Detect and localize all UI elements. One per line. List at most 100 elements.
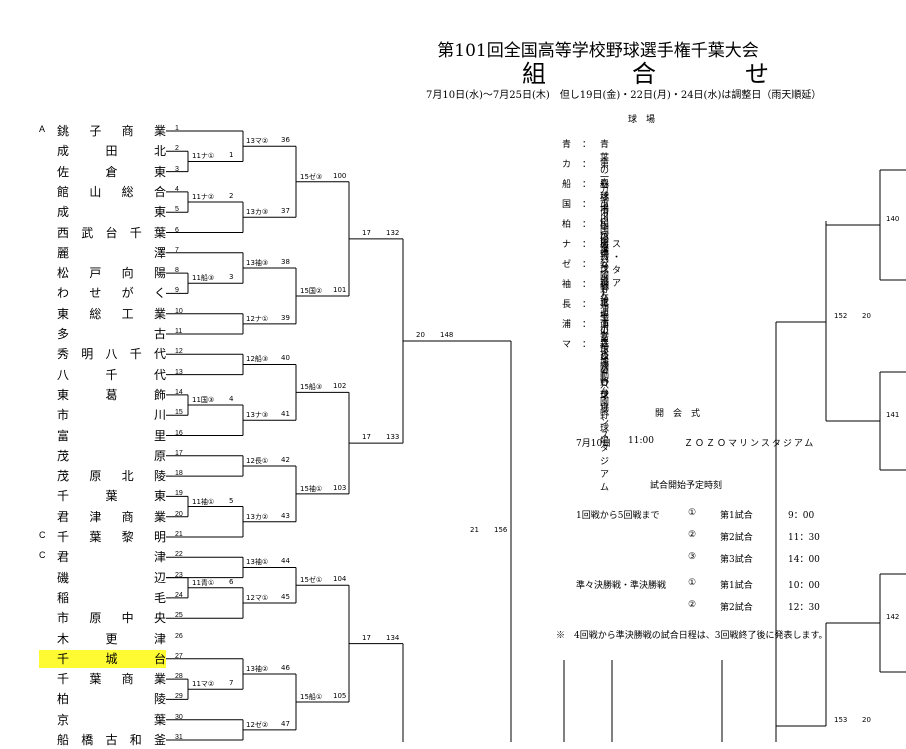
schedule-time: 14：00 [788, 555, 820, 565]
r4-game-day: 17 [362, 633, 371, 642]
team-name: 千城台 [57, 651, 166, 666]
team-number: 28 [175, 673, 183, 681]
team-name: 館山総合 [57, 184, 166, 199]
r2-game-label: 13マ② [246, 137, 269, 146]
r3-game-label: 15国② [300, 286, 323, 295]
schedule-mark: ③ [688, 552, 697, 562]
r2-game-number: 47 [281, 719, 290, 728]
right-game-number: 142 [886, 613, 900, 621]
r2-game-label: 13ナ③ [246, 411, 269, 420]
r1-game-label: 11ナ② [192, 193, 215, 202]
r1-game-label: 11袖① [192, 497, 215, 506]
schedule-game: 第3試合 [720, 555, 753, 565]
team-number: 20 [175, 510, 183, 518]
venue-name: 市川国府台球場 [600, 200, 613, 288]
subtitle-char-3: せ [745, 60, 769, 88]
venue-colon: ： [582, 220, 592, 230]
team-number: 26 [175, 632, 183, 640]
team-name: 東葛飾 [57, 387, 166, 402]
right-game-number: 152 [834, 312, 848, 320]
r5-game-day: 20 [416, 330, 425, 339]
r1-game-label: 11国③ [192, 396, 215, 405]
team-number: 11 [175, 328, 183, 335]
venue-name: ナスパ・スタジアム [600, 240, 625, 302]
tournament-title: 第101回全国高等学校野球選手権千葉大会 [437, 41, 759, 61]
date-range: 7月10日(水)～7月25日(木) 但し19日(金)・22日(月)・24日(水)… [426, 90, 822, 101]
r3-game-number: 102 [333, 382, 347, 391]
venue-colon: ： [582, 240, 592, 250]
team-name: 多古 [57, 327, 166, 341]
team-number: 29 [175, 693, 183, 701]
schedule-game: 第2試合 [720, 533, 753, 543]
venue-name: ゼットエーボールパーク [600, 260, 613, 400]
team-name: 市川 [57, 408, 166, 423]
venue-abbr: カ [562, 160, 572, 170]
team-number: 30 [175, 713, 183, 721]
schedule-note: ※ 4回戦から準決勝戦の試合日程は、3回戦終了後に発表します。 [556, 631, 828, 641]
venues-heading: 球 場 [628, 115, 656, 125]
venue-abbr: 柏 [562, 220, 572, 230]
r2-game-number: 42 [281, 455, 290, 464]
schedule-game: 第1試合 [720, 581, 753, 591]
team-group: C [39, 550, 46, 561]
team-number: 22 [175, 551, 183, 559]
r3-game-number: 104 [333, 575, 347, 584]
ceremony-heading: 開 会 式 [655, 409, 701, 419]
r4-game-day: 17 [362, 433, 371, 442]
qf-sf-label: 準々決勝戦・準決勝戦 [576, 581, 667, 591]
venue-abbr: 船 [562, 180, 572, 190]
team-name: 八千代 [57, 367, 166, 382]
team-number: 27 [175, 652, 183, 660]
team-name: 麗澤 [57, 245, 166, 260]
team-number: 10 [175, 307, 183, 315]
team-group: C [39, 530, 46, 540]
ceremony-date: 7月10日 [576, 439, 612, 449]
team-number: 24 [175, 591, 183, 599]
schedule-mark: ① [688, 578, 697, 588]
venue-colon: ： [582, 260, 592, 270]
team-name: 秀明八千代 [57, 347, 166, 362]
venue-abbr: ナ [562, 240, 572, 250]
schedule-time: 10：00 [788, 581, 820, 591]
r3-game-label: 15袖① [300, 484, 323, 493]
team-number: 25 [175, 612, 183, 620]
schedule-time: 9：00 [788, 511, 815, 521]
r2-game-label: 12マ① [246, 593, 269, 602]
venue-abbr: 袖 [562, 280, 572, 290]
team-name: 佐倉東 [57, 164, 166, 179]
team-name: 茂原北陵 [57, 469, 166, 484]
team-name: わせがく [57, 286, 166, 301]
r2-game-number: 37 [281, 207, 290, 216]
team-number: 4 [175, 185, 179, 193]
venue-colon: ： [582, 300, 592, 310]
venue-name: 柏の葉公園野球場 [600, 220, 613, 321]
venue-name: ＺＯＺＯマリンスタジアム [600, 340, 613, 493]
team-name: 松戸向陽 [57, 266, 166, 281]
team-number: 2 [175, 145, 179, 153]
r2-game-label: 13カ③ [246, 208, 269, 217]
ceremony-venue: ＺＯＺＯマリンスタジアム [684, 439, 816, 449]
r1-game-label: 11ナ① [192, 152, 215, 161]
r2-game-number: 43 [281, 511, 290, 520]
team-name: 京葉 [57, 712, 166, 727]
r1-game-number: 1 [229, 151, 234, 160]
r2-game-label: 13袖① [246, 558, 269, 567]
team-name: 稲毛 [57, 590, 166, 605]
team-name: 柏陵 [57, 692, 166, 707]
r1-game-number: 3 [229, 273, 234, 282]
team-name: 茂原 [57, 448, 166, 463]
r1-game-label: 11船③ [192, 274, 215, 283]
venue-colon: ： [582, 180, 592, 190]
team-name: 千葉黎明 [57, 530, 166, 544]
venue-abbr: 浦 [562, 320, 572, 330]
r3-game-label: 15ゼ③ [300, 172, 323, 181]
team-row: 京葉 30 [39, 711, 183, 729]
